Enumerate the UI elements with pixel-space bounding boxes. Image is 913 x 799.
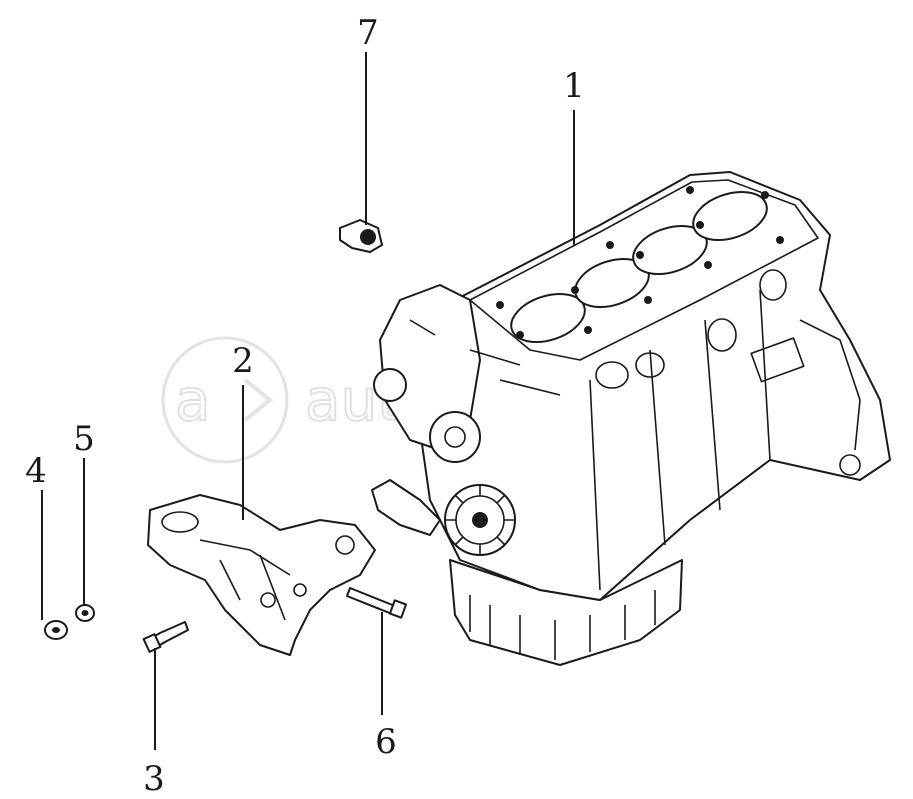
- watermark-logo-ring: [161, 336, 289, 464]
- engine-block: [371, 171, 891, 666]
- callout-labels: 1 2 3 4 5 6 7: [25, 13, 585, 799]
- cylinder-bore-4: [692, 191, 768, 241]
- pulley-small: [373, 368, 407, 402]
- callout-3: 3: [143, 759, 165, 799]
- idler-pulley: [429, 411, 481, 463]
- watermark-logo-arrow: [243, 378, 274, 422]
- bolt-6: [346, 587, 408, 619]
- bolt-6-head: [388, 599, 408, 619]
- leader-lines: [41, 52, 575, 750]
- bolt-3: [142, 621, 189, 653]
- oil-pickup: [371, 479, 441, 536]
- callout-1: 1: [563, 66, 585, 106]
- bracket-body: [147, 494, 376, 656]
- nut-4: [44, 620, 68, 640]
- callout-4: 4: [25, 451, 47, 491]
- bolt-6-shank: [346, 587, 396, 615]
- callout-6: 6: [375, 722, 397, 762]
- nut-5: [75, 604, 95, 622]
- callout-7: 7: [357, 13, 379, 53]
- cylinder-bore-1: [510, 293, 586, 343]
- sensor-7: [339, 219, 383, 253]
- callout-5: 5: [73, 419, 95, 459]
- engine-mount-bracket: [147, 494, 376, 656]
- callout-2: 2: [232, 341, 254, 381]
- watermark-logo-letter: a: [175, 366, 211, 434]
- cylinder-block: [419, 171, 891, 601]
